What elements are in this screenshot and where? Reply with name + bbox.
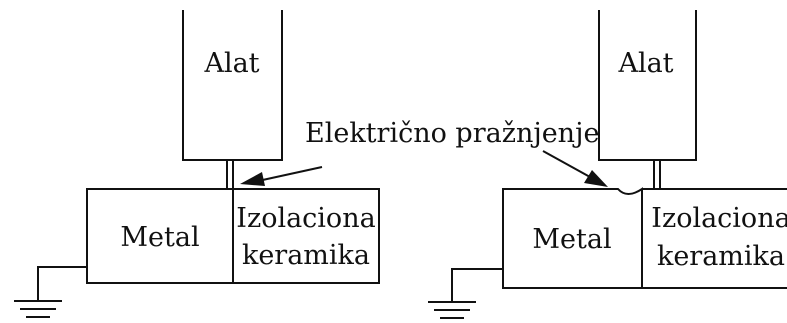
left-ceramic-block	[232, 188, 380, 284]
left-metal-label: Metal	[120, 222, 199, 253]
right-metal-block	[502, 187, 643, 289]
right-ground-wire	[451, 268, 503, 302]
discharge-caption: Električno pražnjenje	[305, 118, 599, 149]
left-arrow	[240, 166, 323, 186]
left-tool-electrode	[182, 10, 283, 161]
right-tool-label: Alat	[617, 48, 673, 79]
right-tool-electrode	[598, 10, 697, 161]
right-ground-icon	[428, 301, 476, 319]
right-ceramic-label-line2: keramika	[657, 241, 785, 272]
left-tool-label: Alat	[203, 48, 259, 79]
left-ceramic-label-line2: keramika	[242, 240, 370, 271]
right-ceramic-label-line1: Izolaciona	[651, 203, 787, 234]
right-spark-gap	[653, 160, 661, 189]
right-arrow	[542, 150, 608, 187]
left-ground-icon	[14, 300, 62, 318]
right-panel: Alat Metal Izolaciona keramika	[428, 10, 787, 319]
left-spark-gap	[226, 160, 234, 189]
left-panel: Alat Metal Izolaciona keramika	[14, 10, 380, 318]
right-ceramic-block	[642, 188, 787, 289]
left-ceramic-label-line1: Izolaciona	[236, 203, 375, 234]
left-ground-wire	[37, 266, 87, 301]
right-metal-label: Metal	[532, 224, 611, 255]
